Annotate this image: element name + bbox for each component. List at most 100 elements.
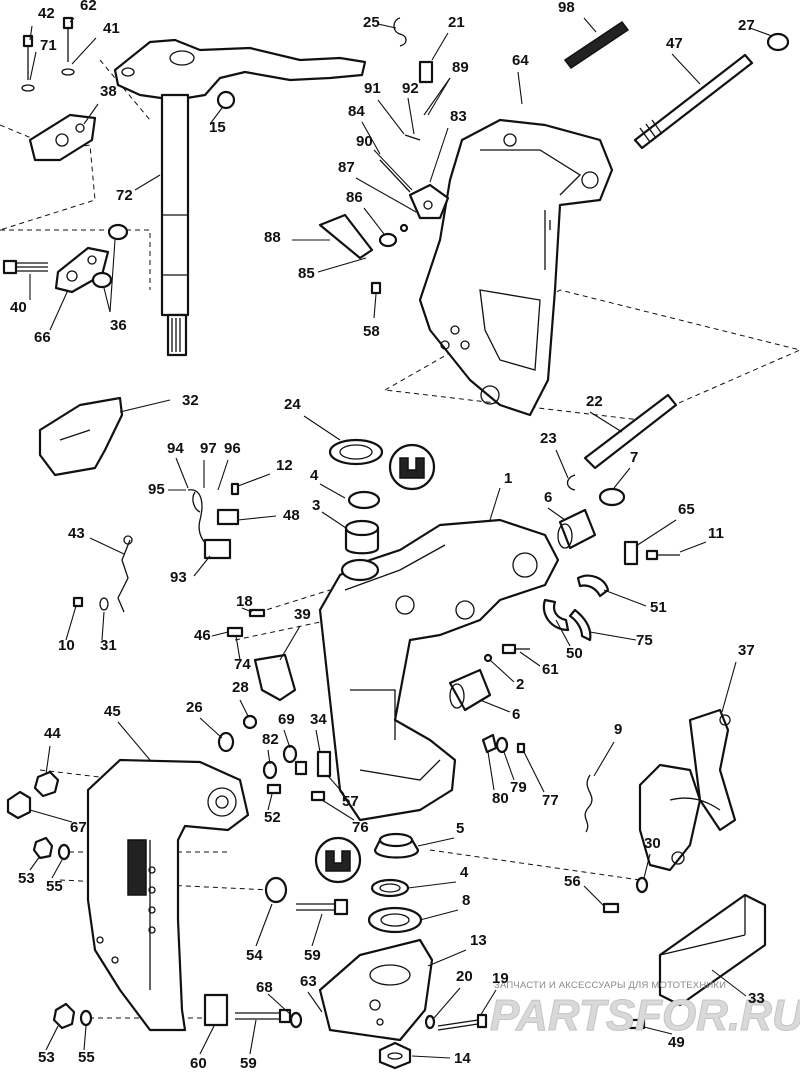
part-label-59: 59 (304, 947, 321, 964)
part-label-4: 4 (460, 864, 469, 881)
small-hardware-right (481, 643, 530, 754)
part-label-31: 31 (100, 637, 117, 654)
part-label-97: 97 (200, 440, 217, 457)
swivel-housing-1 (318, 518, 560, 822)
part-label-60: 60 (190, 1055, 207, 1072)
part-label-61: 61 (542, 661, 559, 678)
part-label-57: 57 (342, 793, 359, 810)
part-label-49: 49 (668, 1034, 685, 1051)
part-label-21: 21 (448, 14, 465, 31)
nuts-left (6, 770, 93, 1030)
part-label-74: 74 (234, 656, 251, 673)
lower-swivel-parts (318, 832, 488, 1070)
part-label-47: 47 (666, 35, 683, 52)
part-label-75: 75 (636, 632, 653, 649)
spring-43 (72, 535, 133, 613)
part-label-79: 79 (510, 779, 527, 796)
clips-50-51-75 (542, 540, 680, 642)
part-label-93: 93 (170, 569, 187, 586)
part-label-13: 13 (470, 932, 487, 949)
part-label-87: 87 (338, 159, 355, 176)
screws-30-56 (602, 876, 649, 914)
part-label-54: 54 (246, 947, 263, 964)
part-label-11: 11 (708, 525, 724, 542)
part-label-98: 98 (558, 0, 575, 16)
part-label-10: 10 (58, 637, 75, 654)
part-label-52: 52 (264, 809, 281, 826)
part-label-5: 5 (456, 820, 464, 837)
part-label-9: 9 (614, 721, 622, 738)
part-label-3: 3 (312, 497, 320, 514)
part-label-89: 89 (452, 59, 469, 76)
part-label-41: 41 (103, 20, 120, 37)
part-label-56: 56 (564, 873, 581, 890)
part-label-86: 86 (346, 189, 363, 206)
part-label-27: 27 (738, 17, 755, 34)
part-label-96: 96 (224, 440, 241, 457)
part-label-24: 24 (284, 396, 301, 413)
part-label-53: 53 (38, 1049, 55, 1066)
part-label-72: 72 (116, 187, 133, 204)
tilt-lock-parts (318, 17, 450, 295)
stern-bolts (203, 876, 349, 1029)
part-label-23: 23 (540, 430, 557, 447)
part-label-91: 91 (364, 80, 381, 97)
part-label-85: 85 (298, 265, 315, 282)
part-label-39: 39 (294, 606, 311, 623)
part-label-83: 83 (450, 108, 467, 125)
part-label-50: 50 (566, 645, 583, 662)
wire-harness (187, 482, 240, 560)
part-label-40: 40 (10, 299, 27, 316)
pins-22-6-7 (448, 393, 678, 712)
part-label-6: 6 (544, 489, 552, 506)
part-label-42: 42 (38, 5, 55, 22)
plate-66-group (2, 223, 129, 294)
part-label-25: 25 (363, 14, 380, 31)
part-label-8: 8 (462, 892, 470, 909)
stern-bracket-45 (86, 758, 250, 1032)
part-label-67: 67 (70, 819, 87, 836)
part-label-84: 84 (348, 103, 365, 120)
part-label-28: 28 (232, 679, 249, 696)
part-label-43: 43 (68, 525, 85, 542)
part-label-82: 82 (262, 731, 279, 748)
part-label-53: 53 (18, 870, 35, 887)
part-label-19: 19 (492, 970, 509, 987)
part-label-88: 88 (264, 229, 281, 246)
part-label-65: 65 (678, 501, 695, 518)
part-label-30: 30 (644, 835, 661, 852)
part-label-38: 38 (100, 83, 117, 100)
part-label-6: 6 (512, 706, 520, 723)
lubricant-icon-top (388, 443, 436, 491)
part-label-44: 44 (44, 725, 61, 742)
part-label-58: 58 (363, 323, 380, 340)
tilt-tube-47 (563, 20, 790, 150)
part-label-71: 71 (40, 37, 57, 54)
trim-lock-parts (217, 608, 332, 802)
part-label-36: 36 (110, 317, 127, 334)
watermark-tagline: ЗАПЧАСТИ И АКСЕССУАРЫ ДЛЯ МОТОТЕХНИКИ (494, 980, 726, 991)
part-label-55: 55 (46, 878, 63, 895)
part-label-95: 95 (148, 481, 165, 498)
part-label-18: 18 (236, 593, 253, 610)
watermark: ЗАПЧАСТИ И АКСЕССУАРЫ ДЛЯ МОТОТЕХНИКИ PA… (490, 980, 800, 1041)
part-label-12: 12 (276, 457, 293, 474)
part-label-92: 92 (402, 80, 419, 97)
part-label-15: 15 (209, 119, 226, 136)
part-label-34: 34 (310, 711, 327, 728)
part-label-22: 22 (586, 393, 603, 410)
lubricant-icon-bottom (314, 836, 362, 884)
part-label-63: 63 (300, 973, 317, 990)
part-label-77: 77 (542, 792, 559, 809)
part-label-94: 94 (167, 440, 184, 457)
part-label-14: 14 (454, 1050, 471, 1067)
bar-33 (628, 893, 767, 1030)
part-label-20: 20 (456, 968, 473, 985)
part-label-76: 76 (352, 819, 369, 836)
part-label-68: 68 (256, 979, 273, 996)
steering-arm-assembly (113, 38, 367, 357)
part-label-80: 80 (492, 790, 509, 807)
tilt-lever-37 (638, 708, 737, 872)
